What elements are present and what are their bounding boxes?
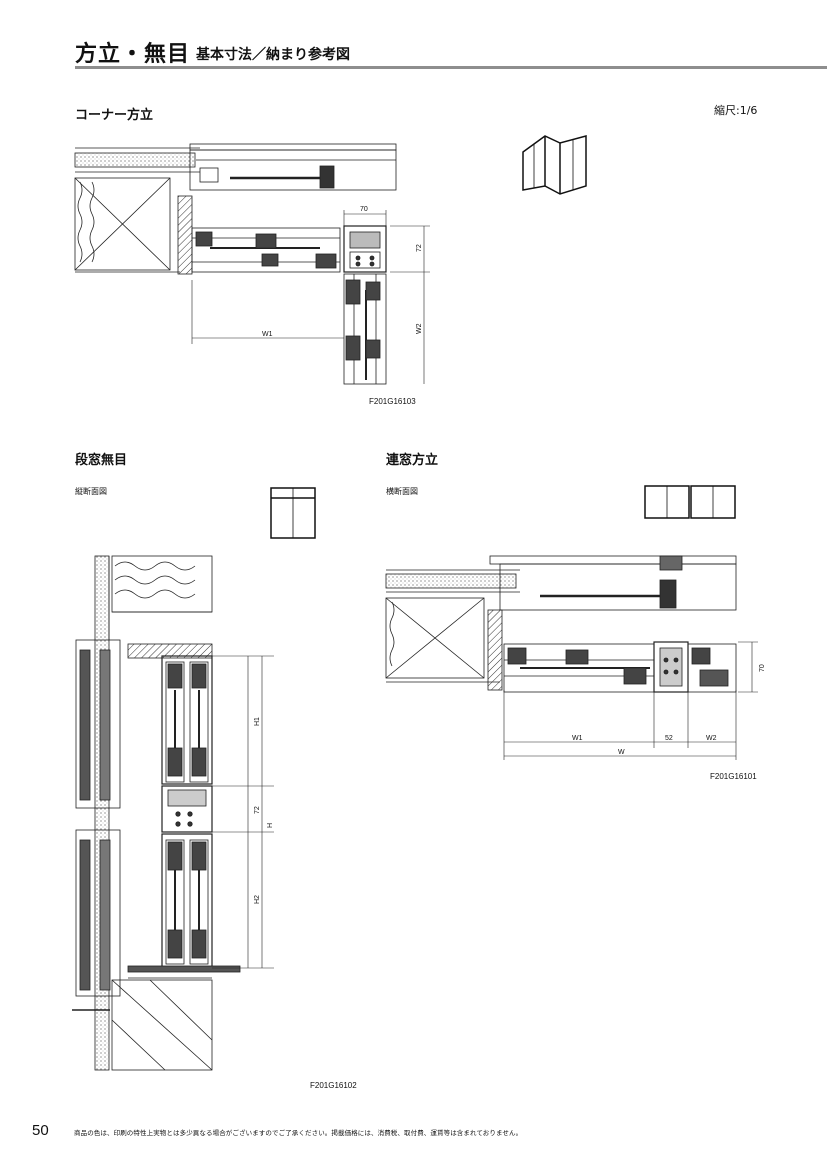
dim-label-h: H	[267, 823, 274, 828]
page-subtitle: 基本寸法／納まり参考図	[196, 47, 350, 63]
page-number: 50	[32, 1122, 49, 1139]
drawing-code-corner: F201G16103	[369, 397, 416, 406]
drawing-code-transom: F201G16102	[310, 1081, 357, 1090]
section-title-stacked-transom: 段窓無目	[75, 453, 128, 468]
page-title: 方立・無目	[75, 42, 191, 67]
scale-label: 縮尺:1/6	[714, 104, 758, 117]
stacked-transom-thumbnail	[270, 487, 316, 539]
dim-label-h1: H1	[254, 717, 261, 726]
dim-label-corner-side: 72	[416, 244, 423, 252]
view-label-vertical-section: 縦断面図	[75, 487, 107, 496]
corner-mullion-drawing	[74, 143, 430, 385]
drawing-code-linked: F201G16101	[710, 772, 757, 781]
dim-label-corner-top: 70	[360, 206, 368, 213]
corner-thumbnail	[522, 135, 587, 195]
stacked-transom-drawing	[72, 555, 274, 1071]
dim-label-linked-w2: W2	[706, 735, 717, 742]
dim-label-w2: W2	[416, 323, 423, 334]
linked-mullion-drawing	[385, 555, 758, 760]
dim-label-w1: W1	[262, 331, 273, 338]
linked-dim-labels: W1 52 W2 W 70	[572, 664, 766, 756]
section-title-linked-mullion: 連窓方立	[386, 453, 439, 468]
dim-label-linked-52: 52	[665, 735, 673, 742]
linked-mullion-thumbnail	[644, 485, 736, 519]
section-title-corner-mullion: コーナー方立	[75, 108, 154, 123]
corner-dim-labels: 70 72 W1 W2	[262, 206, 423, 338]
dim-label-linked-70: 70	[759, 664, 766, 672]
dim-label-linked-w1: W1	[572, 735, 583, 742]
view-label-horizontal-section: 横断面図	[386, 487, 418, 496]
transom-dim-labels: H1 72 H H2	[254, 717, 274, 904]
dim-label-linked-w: W	[618, 749, 625, 756]
dim-label-transom-72: 72	[254, 806, 261, 814]
dim-label-h2: H2	[254, 895, 261, 904]
title-rule	[75, 66, 827, 69]
footnote: 商品の色は、印刷の特性上実物とは多少異なる場合がございますのでご了承ください。掲…	[74, 1129, 523, 1137]
